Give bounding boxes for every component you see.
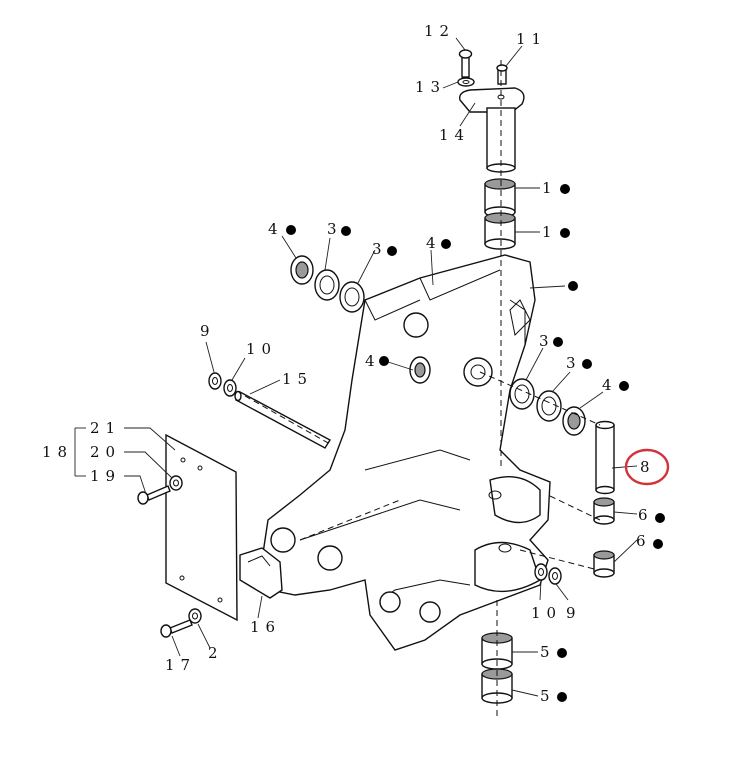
callout-4-center: 4 (365, 352, 381, 370)
callout-3-right-a: 3 (539, 332, 555, 350)
part-3-bushing-left-b (339, 281, 365, 313)
part-4-ring-left (290, 255, 314, 285)
callout-4-right: 4 (602, 376, 618, 394)
part-4-ring-center (409, 356, 431, 384)
part-3-bushing-right-b (536, 390, 562, 422)
part-9-washer-right (548, 567, 562, 585)
part-7-swing-frame (261, 254, 551, 651)
part-6-bushing-lower (593, 550, 615, 578)
callout-6-upper: 6 (638, 506, 654, 524)
callout-14: 14 (439, 126, 470, 144)
highlight-circle-part-8 (624, 448, 670, 486)
callout-9-left: 9 (200, 322, 216, 340)
callout-8: 8 (640, 458, 656, 476)
dot-5-lower (557, 692, 567, 702)
part-3-bushing-left-a (314, 269, 340, 301)
part-5-bushing-upper (481, 632, 513, 670)
callout-3-left-a: 3 (327, 220, 343, 238)
dot-4-center (379, 356, 389, 366)
dot-4-upper-mid (441, 239, 451, 249)
part-3-bushing-right-a (509, 378, 535, 410)
part-12-bolt (458, 49, 473, 78)
dot-6-lower (653, 539, 663, 549)
callout-10-left: 10 (246, 340, 277, 358)
part-19-bolt (137, 485, 171, 505)
callout-1-lower: 1 (542, 223, 558, 241)
center-lines (244, 60, 601, 720)
part-15-long-pin (234, 390, 331, 449)
part-16-bracket (239, 547, 283, 599)
callout-2: 2 (208, 644, 224, 662)
part-8-pin (595, 420, 615, 495)
dot-6-upper (655, 513, 665, 523)
callout-11: 11 (516, 30, 547, 48)
part-14-pin-with-plate (459, 87, 525, 173)
dot-3-left-a (341, 226, 351, 236)
callout-21: 21 (90, 419, 121, 437)
leader-lines (74, 37, 638, 697)
callout-5-lower: 5 (540, 687, 556, 705)
callout-16: 16 (250, 618, 281, 636)
callout-17: 17 (165, 656, 196, 674)
dot-3-right-b (582, 359, 592, 369)
part-21-plate (165, 433, 238, 622)
callout-3-left-b: 3 (372, 240, 388, 258)
part-2-washer (188, 608, 202, 624)
callouts: 12 11 13 14 1 1 4 3 3 4 9 10 15 4 3 3 4 … (42, 22, 665, 705)
callout-3-right-b: 3 (566, 354, 582, 372)
dot-3-right-a (553, 337, 563, 347)
part-13-washer (457, 77, 475, 87)
callout-12: 12 (424, 22, 455, 40)
part-10-washer-right (534, 563, 548, 581)
part-9-washer-left (208, 372, 222, 390)
dot-4-right (619, 381, 629, 391)
callout-20: 20 (90, 443, 121, 461)
callout-9-right: 9 (566, 604, 582, 622)
dot-1-lower (560, 228, 570, 238)
callout-19: 19 (90, 467, 121, 485)
callout-15: 15 (282, 370, 313, 388)
callout-10-right: 10 (531, 604, 562, 622)
part-4-ring-right (562, 406, 586, 436)
part-11-grease-nipple (496, 64, 508, 85)
callout-18: 18 (42, 443, 73, 461)
dot-4-left (286, 225, 296, 235)
callout-4-upper-mid: 4 (426, 234, 442, 252)
dot-frame (568, 281, 578, 291)
dot-5-upper (557, 648, 567, 658)
callout-13: 13 (415, 78, 446, 96)
part-6-bushing-upper (593, 497, 615, 525)
dot-3-left-b (387, 246, 397, 256)
part-1-bushing-lower (484, 212, 516, 250)
part-10-washer-left (223, 379, 237, 397)
part-1-bushing-upper (484, 178, 516, 218)
callout-5-upper: 5 (540, 643, 556, 661)
dot-1-upper (560, 184, 570, 194)
callout-4-left: 4 (268, 220, 284, 238)
callout-1-upper: 1 (542, 179, 558, 197)
callout-6-lower: 6 (636, 532, 652, 550)
part-17-bolt (160, 619, 193, 638)
part-20-washer (169, 475, 183, 491)
